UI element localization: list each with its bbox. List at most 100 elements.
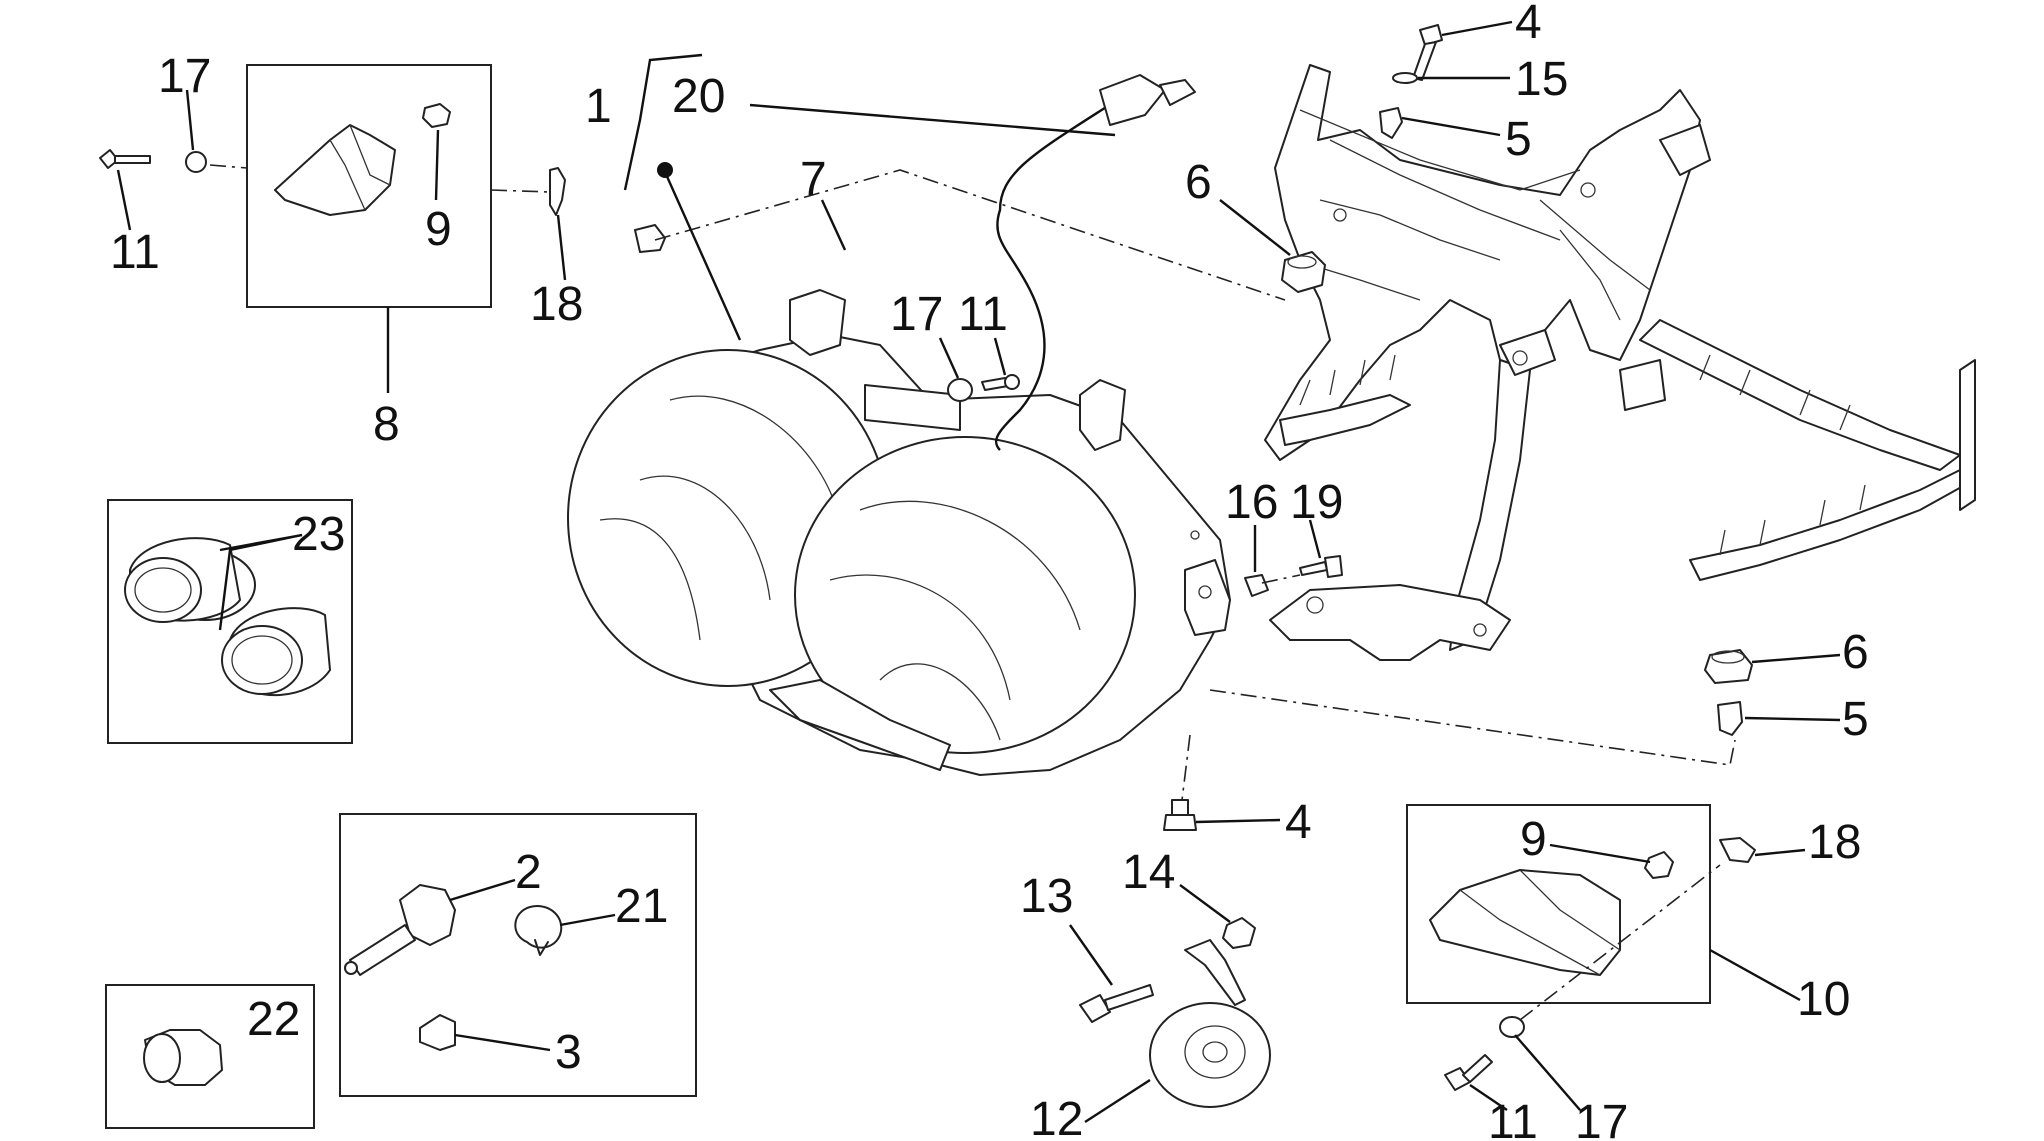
leader-line (1084, 1078, 1151, 1124)
alignment-line (1209, 689, 1736, 766)
callout-11: 11 (110, 226, 160, 279)
leader-line (1514, 1034, 1581, 1111)
screw-11-center (981, 374, 1020, 391)
bulb-cap-22 (143, 1029, 223, 1086)
spacer-16 (1244, 574, 1269, 597)
alignment-line (1181, 734, 1191, 801)
leader-line (1709, 948, 1801, 1002)
callout-15: 15 (1515, 53, 1568, 106)
light-modules-23 (124, 537, 331, 696)
bulb-9-upper (422, 103, 451, 128)
clip-7 (634, 224, 666, 253)
horn-12 (1149, 939, 1271, 1108)
grommet-6-upper (1281, 251, 1326, 293)
bracket-leader-1 (623, 53, 703, 191)
kit-box-10 (1406, 804, 1711, 1004)
callout-1: 1 (585, 80, 612, 133)
clip-18-upper (549, 167, 566, 216)
callout-18: 18 (530, 278, 583, 331)
leader-line (1219, 199, 1291, 256)
washer-17-upper-left (185, 151, 207, 173)
leader-line (116, 169, 132, 231)
leader-line (1401, 116, 1501, 137)
callout-17: 17 (1575, 1096, 1628, 1141)
retaining-clip-21 (514, 905, 563, 956)
leader-line (938, 337, 960, 379)
callout-13: 13 (1020, 870, 1073, 923)
leader-line (1069, 924, 1113, 986)
washer-15 (1392, 72, 1418, 84)
leader-line (1195, 818, 1281, 824)
leader-line (1751, 653, 1841, 664)
callout-6: 6 (1842, 626, 1869, 679)
leader-line (1308, 519, 1322, 559)
grommet-6-lower (1704, 649, 1753, 684)
callout-8: 8 (373, 398, 400, 451)
leader-line (663, 171, 742, 341)
leader-line (185, 89, 195, 151)
washer-17-lower (1499, 1016, 1525, 1038)
leader-line (1469, 1084, 1508, 1111)
headlight-assembly (567, 289, 1231, 776)
leader-line (1549, 843, 1651, 864)
leader-line (454, 1033, 551, 1052)
callout-12: 12 (1030, 1093, 1083, 1141)
alignment-line (1261, 574, 1301, 584)
alignment-line (654, 169, 1286, 301)
callout-4: 4 (1285, 796, 1312, 849)
callout-18: 18 (1808, 816, 1861, 869)
callout-5: 5 (1842, 693, 1869, 746)
bulb-3 (419, 1014, 456, 1051)
callout-23: 23 (292, 508, 345, 561)
callout-9: 9 (1520, 813, 1547, 866)
kit-box-2 (339, 813, 697, 1097)
bulb-socket-2 (344, 884, 456, 976)
leader-line (559, 913, 616, 927)
turn-signal-right (1429, 869, 1621, 976)
callout-2: 2 (515, 846, 542, 899)
callout-16: 16 (1225, 476, 1278, 529)
callout-10: 10 (1797, 973, 1850, 1026)
callout-17: 17 (890, 288, 943, 341)
leader-line (1179, 884, 1231, 923)
leader-line (1441, 20, 1513, 37)
callout-22: 22 (247, 993, 300, 1046)
callout-19: 19 (1290, 476, 1343, 529)
alignment-line (1519, 864, 1721, 1021)
kit-box-22 (105, 984, 315, 1129)
leader-line (1754, 848, 1806, 857)
leader-line (556, 214, 567, 281)
leader-line (993, 337, 1007, 376)
leader-line (449, 878, 516, 902)
callout-20: 20 (672, 70, 725, 123)
bolt-4-lower (1163, 799, 1197, 831)
screw-11-lower (1444, 1054, 1493, 1091)
alignment-line (490, 189, 551, 193)
callout-14: 14 (1122, 846, 1175, 899)
screw-11-upper-left (99, 149, 151, 169)
spacer-5-upper (1379, 107, 1403, 139)
spacer-5-lower (1717, 701, 1743, 736)
leader-line (434, 129, 440, 201)
callout-4: 4 (1515, 0, 1542, 49)
headlight-support-frame (1264, 64, 1976, 661)
bolt-4-upper (1412, 24, 1443, 81)
callout-17: 17 (158, 50, 211, 103)
bulb-9-lower (1644, 851, 1674, 879)
nut-14 (1222, 917, 1256, 949)
callout-7: 7 (800, 153, 827, 206)
leader-line (820, 199, 847, 251)
bolt-13 (1079, 984, 1154, 1023)
clip-18-lower (1719, 837, 1756, 863)
callout-11: 11 (958, 288, 1008, 341)
leader-line (749, 103, 1116, 137)
callout-5: 5 (1505, 113, 1532, 166)
wiring-harness (994, 74, 1196, 451)
leader-line (1744, 716, 1841, 722)
callout-21: 21 (615, 880, 668, 933)
washer-17-center (947, 378, 973, 402)
alignment-line (209, 164, 248, 169)
callout-3: 3 (555, 1026, 582, 1079)
